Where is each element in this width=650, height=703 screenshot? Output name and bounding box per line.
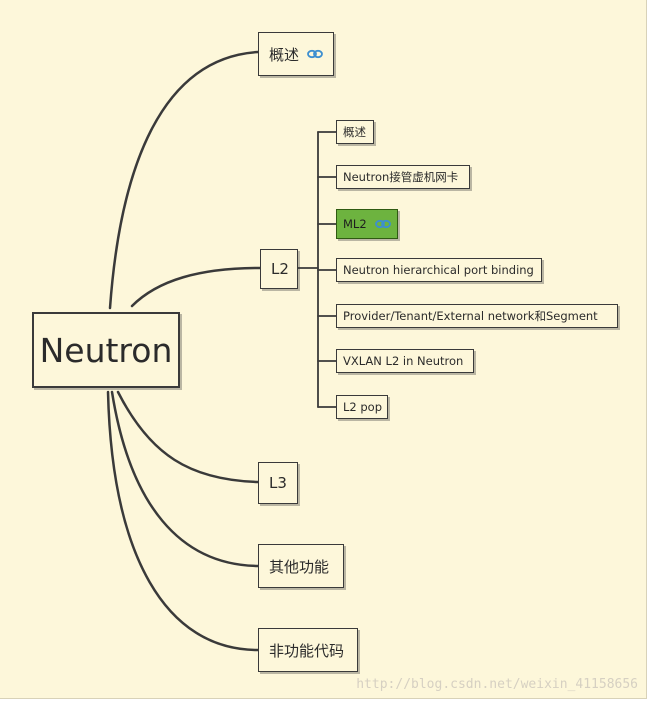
- link-icon[interactable]: [307, 49, 323, 59]
- topic-label: L3: [269, 474, 287, 492]
- topic-label: 非功能代码: [269, 641, 345, 660]
- topic-label: 其他功能: [269, 557, 330, 576]
- root-node-label: Neutron: [39, 330, 173, 370]
- connector-root-nonfunctional: [106, 390, 260, 652]
- link-icon[interactable]: [374, 219, 391, 229]
- l2-sub-overview[interactable]: 概述: [336, 120, 374, 144]
- topic-other-features[interactable]: 其他功能: [258, 544, 344, 588]
- topic-l2[interactable]: L2: [260, 249, 298, 289]
- subtopic-label: Provider/Tenant/External network和Segment: [343, 309, 598, 323]
- l2-sub-network-segment[interactable]: Provider/Tenant/External network和Segment: [336, 304, 618, 328]
- topic-label: L2: [271, 260, 289, 278]
- subtopic-label: Neutron hierarchical port binding: [343, 263, 534, 277]
- l2-sub-ml2[interactable]: ML2: [336, 209, 398, 239]
- topic-non-functional-code[interactable]: 非功能代码: [258, 628, 358, 672]
- topic-l3[interactable]: L3: [258, 462, 298, 504]
- subtopic-label: VXLAN L2 in Neutron: [343, 354, 464, 368]
- subtopic-label: ML2: [343, 217, 367, 231]
- connector-root-other: [110, 390, 260, 568]
- subtopic-label: L2 pop: [343, 400, 383, 414]
- subtopic-label: Neutron接管虚机网卡: [343, 170, 459, 184]
- connector-root-l3: [116, 390, 260, 484]
- subtopic-label: 概述: [343, 125, 366, 139]
- l2-sub-neutron-vnic[interactable]: Neutron接管虚机网卡: [336, 165, 470, 189]
- l2-sub-vxlan[interactable]: VXLAN L2 in Neutron: [336, 349, 474, 373]
- l2-sub-l2-pop[interactable]: L2 pop: [336, 395, 388, 419]
- topic-label: 概述: [269, 45, 300, 64]
- l2-sub-hierarchical-port-binding[interactable]: Neutron hierarchical port binding: [336, 258, 542, 282]
- watermark: http://blog.csdn.net/weixin_41158656: [356, 677, 638, 692]
- root-node-neutron[interactable]: Neutron: [32, 312, 180, 388]
- topic-overview[interactable]: 概述: [258, 32, 334, 76]
- connector-root-l2: [130, 266, 262, 308]
- connector-root-overview: [108, 50, 260, 310]
